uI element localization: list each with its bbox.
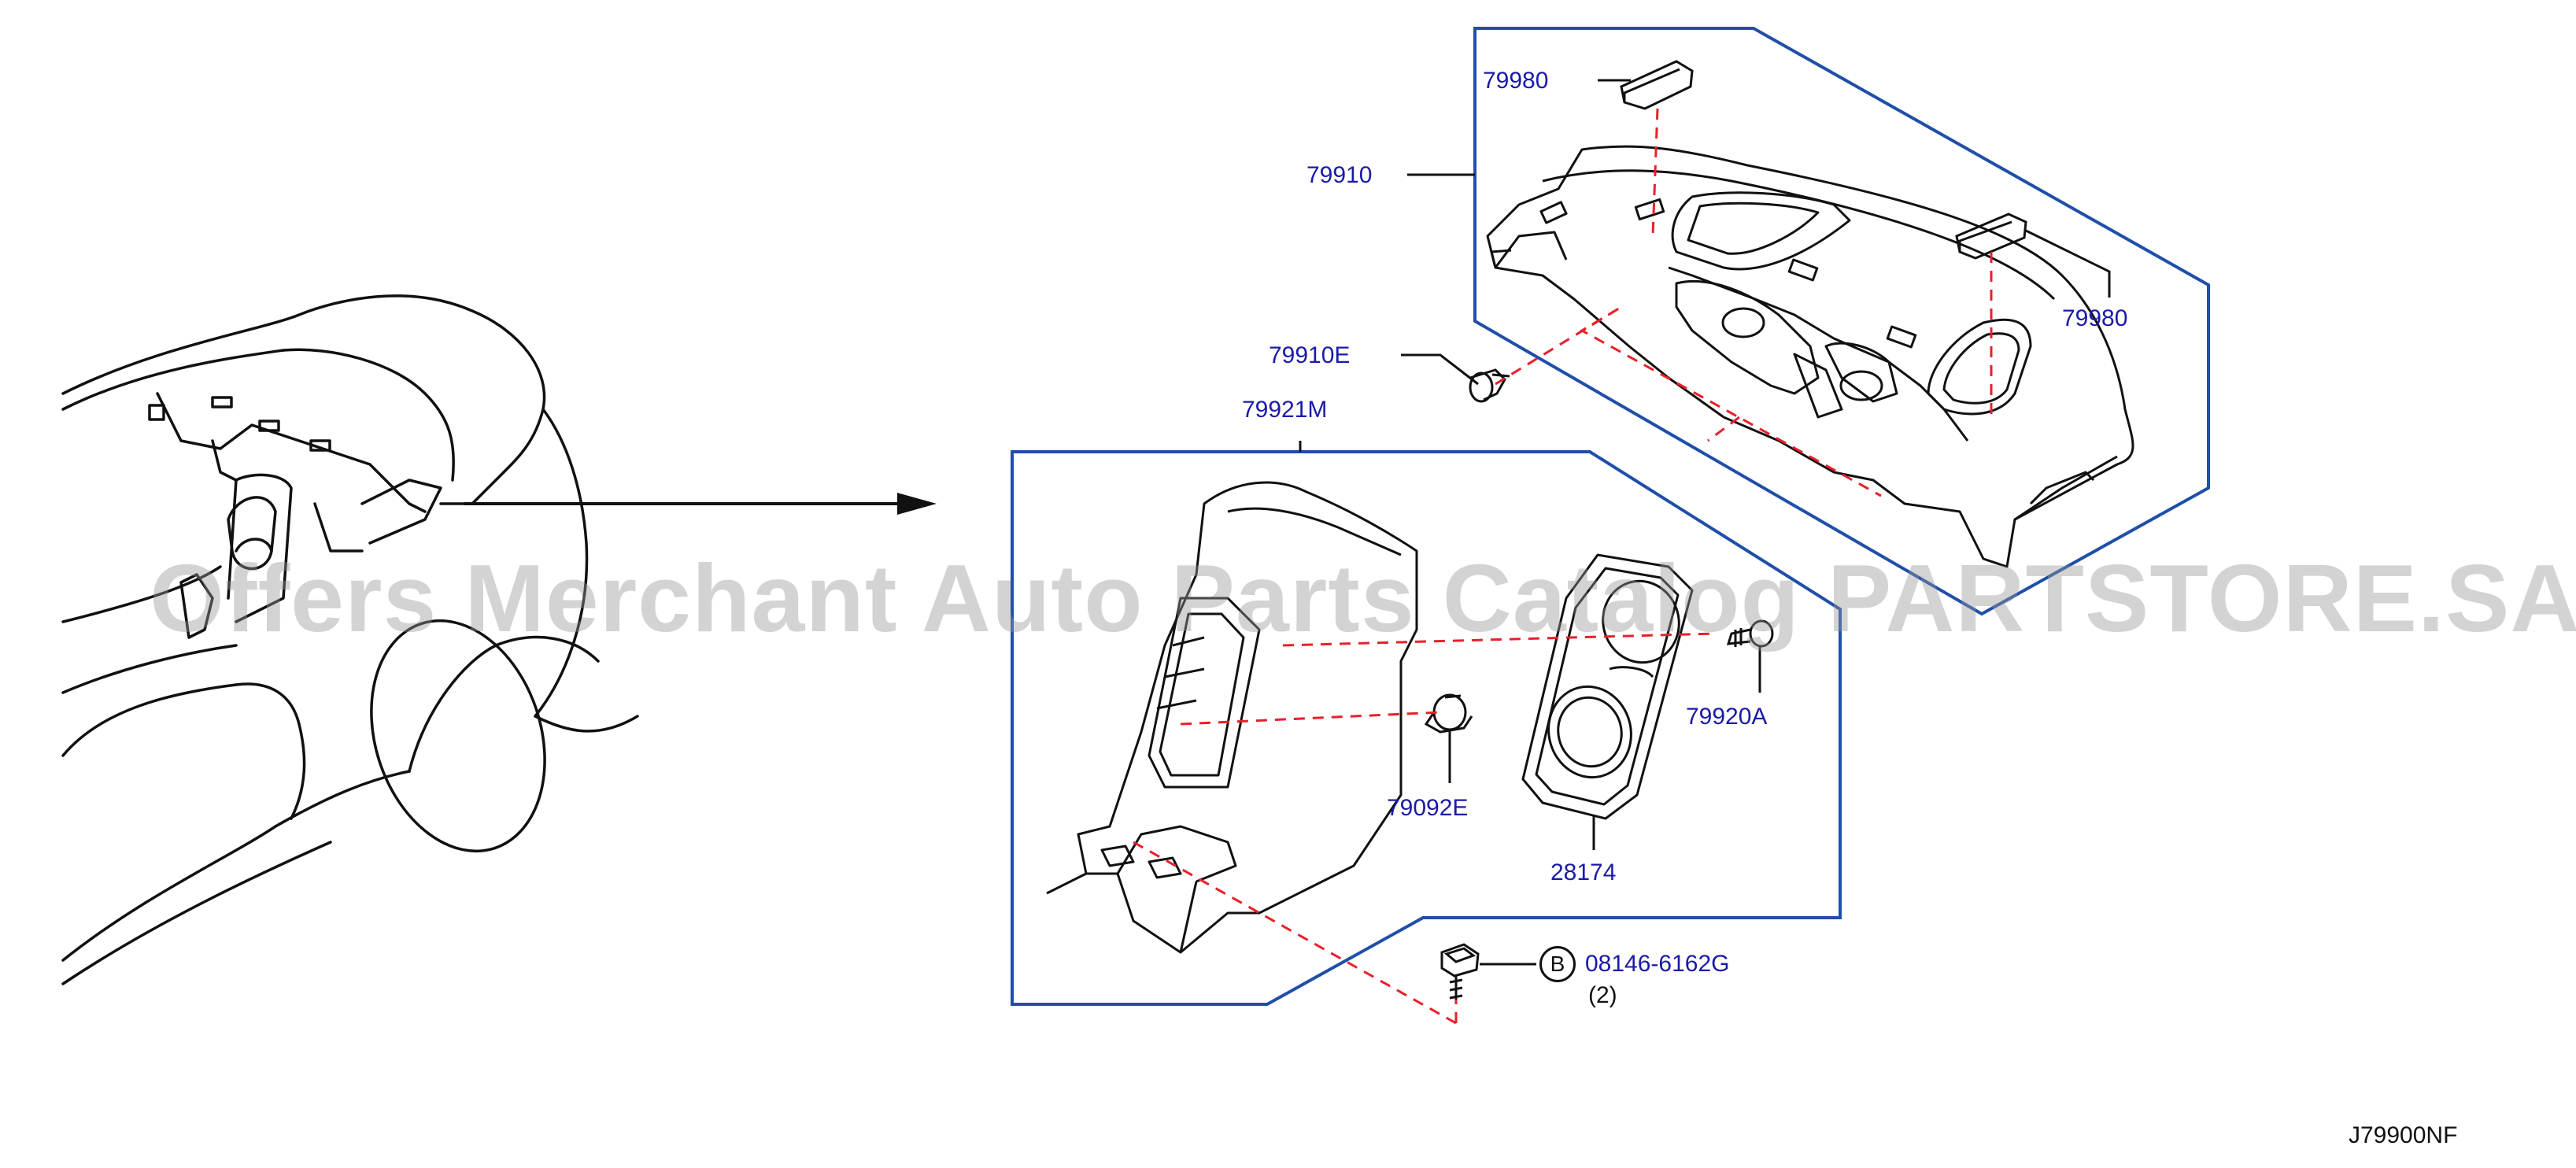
box-79921m-group [1011,450,1842,1006]
leader-lines [1299,79,2111,966]
callout-79920a[interactable]: 79920A [1686,704,1768,730]
callout-79980-right[interactable]: 79980 [2062,305,2128,331]
callout-79910[interactable]: 79910 [1306,162,1373,188]
callout-08146-6162g[interactable]: 08146-6162G [1585,951,1730,977]
cap-79980-top-part [1620,60,1694,110]
speaker-grille-28174-part [1521,553,1694,820]
watermark-text: Offers Merchant Auto Parts Catalog PARTS… [150,545,2576,652]
clip-79920a-part [1726,619,1774,648]
bolt-08146-part [1440,943,1480,1000]
figure-code: J79900NF [2349,1122,2458,1148]
assembly-dashed-lines [1133,108,1993,1025]
clip-79910e-part [1469,368,1510,403]
side-trim-panel-part [1046,481,1418,954]
callout-08146-quantity: (2) [1588,982,1617,1008]
callout-28174[interactable]: 28174 [1550,859,1617,885]
callout-79092e[interactable]: 79092E [1387,795,1469,821]
bolt-type-b-badge: B [1539,946,1576,982]
pointer-arrow [464,493,937,515]
callout-79980-top[interactable]: 79980 [1483,68,1549,94]
rear-parcel-shelf-part [1486,145,2134,568]
cap-79980-right-part [1955,213,2027,260]
callout-79910e[interactable]: 79910E [1269,342,1351,368]
box-79910-group [1473,27,2210,616]
callout-79921m[interactable]: 79921M [1242,397,1328,423]
